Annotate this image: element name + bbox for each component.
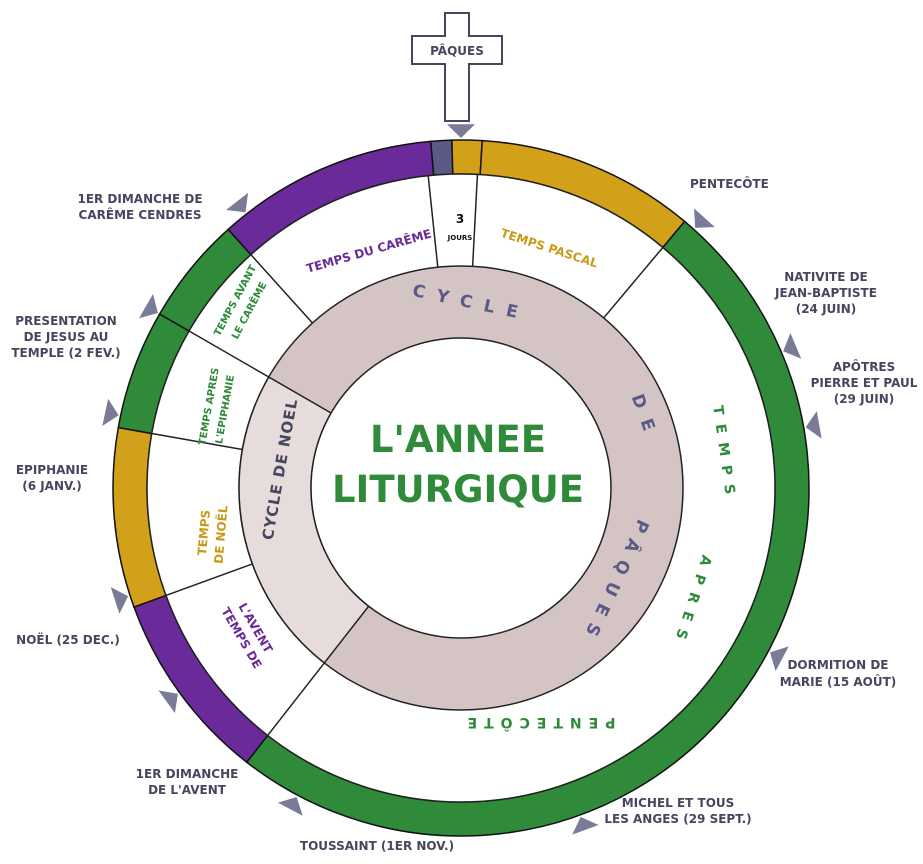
presentation-label-3: TEMPLE (2 FEV.) xyxy=(11,346,120,360)
ring-divider-4 xyxy=(165,563,253,597)
feast-marker-0 xyxy=(447,124,475,138)
feast-marker-10 xyxy=(139,294,158,319)
ring-divider-5 xyxy=(151,432,243,451)
easter-cross: PÂQUES xyxy=(411,12,503,122)
michel-label-2: LES ANGES (29 SEPT.) xyxy=(604,812,751,826)
title-line-1: L'ANNEE xyxy=(370,418,546,461)
feast-marker-9 xyxy=(102,398,119,427)
epiphanie-label-1: EPIPHANIE xyxy=(16,463,88,477)
feast-marker-11 xyxy=(226,192,249,213)
dormition-label-2: MARIE (15 AOÛT) xyxy=(780,674,897,689)
feast-marker-7 xyxy=(158,690,178,714)
nativite-label-3: (24 JUIN) xyxy=(796,302,857,316)
slate-segment xyxy=(429,139,454,177)
noel-season-label-2: DE NOËL xyxy=(210,505,230,565)
gold-thin-segment xyxy=(451,139,484,176)
careme-dimanche-label-2: CARÊME CENDRES xyxy=(79,207,202,222)
feast-marker-5 xyxy=(572,816,599,835)
ring-divider-7 xyxy=(250,254,314,324)
ring-divider-0 xyxy=(427,175,439,268)
feast-marker-3 xyxy=(805,411,822,439)
ring-divider-2 xyxy=(603,246,664,319)
toussaint-label: TOUSSAINT (1ER NOV.) xyxy=(300,839,454,853)
center-disc xyxy=(310,337,612,639)
apotres-label-3: (29 JUIN) xyxy=(834,392,895,406)
presentation-label-2: DE JESUS AU xyxy=(24,330,109,344)
avent-dimanche-label-1: 1ER DIMANCHE xyxy=(136,767,239,781)
easter-label: PÂQUES xyxy=(430,43,484,58)
noel-label: NOËL (25 DEC.) xyxy=(16,632,120,647)
nativite-label-1: NATIVITE DE xyxy=(784,270,868,284)
ring-divider-6 xyxy=(188,330,270,378)
michel-label-1: MICHEL ET TOUS xyxy=(622,796,735,810)
pentecote-label: PENTECÔTE xyxy=(690,176,769,191)
feast-labels: PENTECÔTE NATIVITE DE JEAN-BAPTISTE (24 … xyxy=(11,176,917,853)
feast-marker-8 xyxy=(110,587,129,614)
title-line-2: LITURGIQUE xyxy=(332,468,584,511)
ring-divider-3 xyxy=(267,662,325,736)
epiphanie-label-2: (6 JANV.) xyxy=(22,479,82,493)
feast-marker-2 xyxy=(783,333,802,359)
nativite-label-2: JEAN-BAPTISTE xyxy=(774,286,877,300)
feast-marker-1 xyxy=(693,208,715,228)
middle-season-ring xyxy=(146,173,776,803)
trois-jours-sub-label: JOURS xyxy=(447,234,473,242)
careme-dimanche-label-1: 1ER DIMANCHE DE xyxy=(77,192,202,206)
apotres-label-2: PIERRE ET PAUL xyxy=(811,376,918,390)
dormition-label-1: DORMITION DE xyxy=(787,658,888,672)
feast-marker-4 xyxy=(770,646,789,672)
apres-pentecote-label-3: PENTECÔTE xyxy=(461,714,616,732)
ring-divider-1 xyxy=(471,174,479,267)
apotres-label-1: APÔTRES xyxy=(833,359,896,374)
noel-season-label-1: TEMPS xyxy=(195,509,213,556)
trois-jours-label: 3 xyxy=(456,212,464,226)
presentation-label-1: PRESENTATION xyxy=(15,314,117,328)
feast-marker-6 xyxy=(277,797,303,816)
feast-markers xyxy=(102,124,822,835)
avent-dimanche-label-2: DE L'AVENT xyxy=(148,783,227,797)
